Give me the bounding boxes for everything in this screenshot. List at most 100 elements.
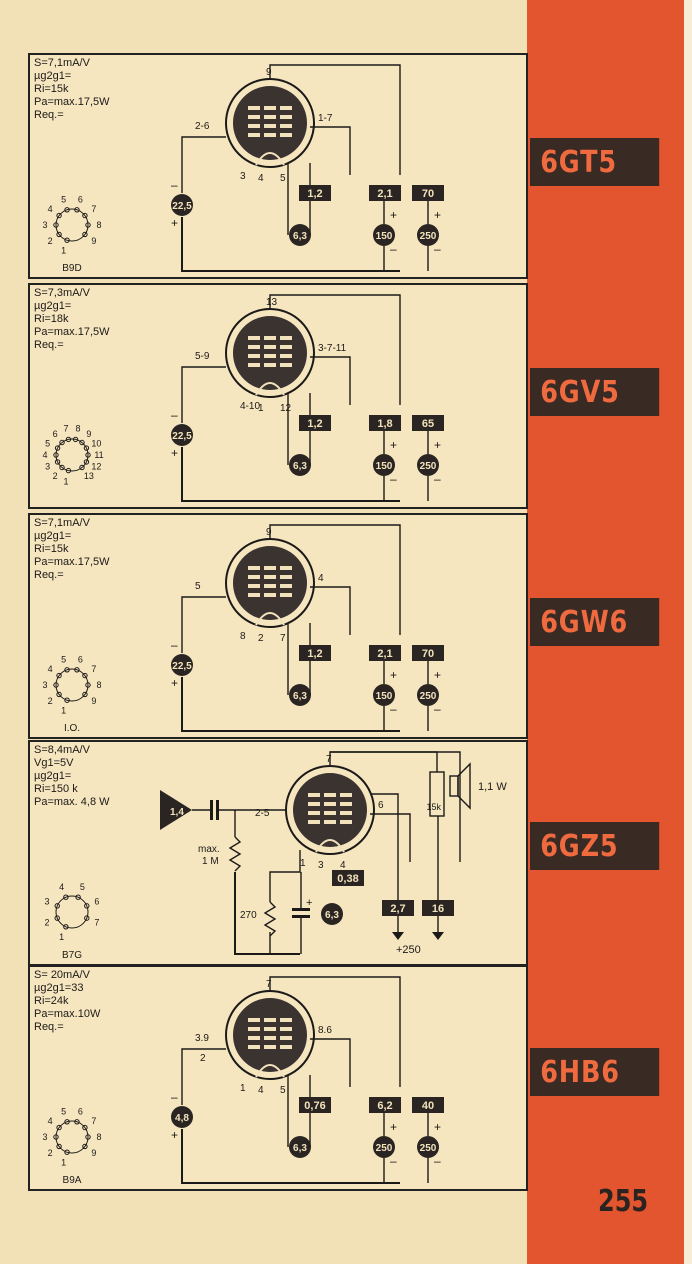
current-3: 16 xyxy=(422,900,454,916)
pin-b: 4 xyxy=(258,1085,264,1096)
tab-6gt5[interactable]: 6GT5 xyxy=(530,138,660,186)
plus-sign: + xyxy=(171,216,178,230)
grid-wire xyxy=(181,596,226,653)
tab-6gw6[interactable]: 6GW6 xyxy=(530,598,660,646)
pin-top: 7 xyxy=(266,979,272,990)
socket-pin-label: 6 xyxy=(78,654,83,664)
socket-pin-label: 4 xyxy=(42,450,47,460)
minus-sign: – xyxy=(390,1154,397,1168)
tube-symbol xyxy=(225,308,315,398)
current-1: 1,2 xyxy=(299,645,331,661)
socket-pin-label: 3 xyxy=(42,220,47,230)
voltage-2: 250 xyxy=(417,224,439,246)
current-1-text: 0,76 xyxy=(304,1100,325,1112)
pin-b: 1 xyxy=(258,403,264,414)
cathode-wire xyxy=(269,850,301,902)
socket-pin-label: 5 xyxy=(61,1106,66,1116)
heater-voltage-text: 6,3 xyxy=(293,1143,307,1154)
plate-out-wire xyxy=(370,793,399,900)
pin-right: 3-7-11 xyxy=(318,343,347,354)
heater-voltage-text: 6,3 xyxy=(293,461,307,472)
minus-sign: – xyxy=(434,1154,441,1168)
ground-wire xyxy=(234,872,300,955)
current-3: 65 xyxy=(412,415,444,431)
current-1-text: 1,2 xyxy=(307,418,322,430)
spec-line: S=7,1mA/V xyxy=(34,57,90,69)
heater-voltage: 6,3 xyxy=(289,684,311,706)
cathode-resistor-value: 270 xyxy=(240,910,257,921)
socket-pin-label: 8 xyxy=(96,1132,101,1142)
cathode-resistor xyxy=(263,901,277,937)
voltage-2: 250 xyxy=(417,454,439,476)
voltage-2-text: 250 xyxy=(420,1143,437,1154)
minus-sign: – xyxy=(390,242,397,256)
socket-pin-label: 7 xyxy=(63,424,68,434)
plus-sign: + xyxy=(434,438,441,452)
spec-line: Ri=24k xyxy=(34,995,69,1007)
spec-line: Ri=15k xyxy=(34,543,69,555)
voltage-2: 250 xyxy=(417,1136,439,1158)
grid-bias-text: 22,5 xyxy=(172,201,192,212)
pin-a: 4-10 xyxy=(240,401,260,412)
socket-pin-label: 2 xyxy=(45,917,50,927)
grid-bias: 22,5 xyxy=(171,194,193,216)
pin-c: 4 xyxy=(340,860,346,871)
current-3-text: 70 xyxy=(422,648,434,660)
plus-sign: + xyxy=(390,1120,397,1134)
screen-wire xyxy=(310,586,351,635)
tube-symbol xyxy=(285,765,375,855)
plus-sign: + xyxy=(434,208,441,222)
socket-pin-label: 4 xyxy=(48,664,53,674)
socket-pin-label: 10 xyxy=(91,438,101,448)
current-1-text: 1,2 xyxy=(307,188,322,200)
plus-sign: + xyxy=(390,208,397,222)
socket-pin-label: 7 xyxy=(94,917,99,927)
socket-pin-label: 4 xyxy=(48,1116,53,1126)
ground-wire xyxy=(181,677,400,732)
current-2: 2,1 xyxy=(369,185,401,201)
plus-sign: + xyxy=(434,668,441,682)
heater-voltage-text: 6,3 xyxy=(325,910,339,921)
spec-line: µg2g1= xyxy=(34,770,72,782)
socket-pin-label: 3 xyxy=(42,1132,47,1142)
minus-sign: – xyxy=(434,472,441,486)
socket-pin-label: 11 xyxy=(94,450,103,460)
plate-wire xyxy=(269,294,401,405)
tab-6hb6[interactable]: 6HB6 xyxy=(530,1048,660,1096)
minus-sign: – xyxy=(171,408,178,422)
spec-line: S=8,4mA/V xyxy=(34,744,90,756)
voltage-2-text: 250 xyxy=(420,461,437,472)
socket-pin-label: 6 xyxy=(53,429,58,439)
arrow-down-icon xyxy=(432,932,444,940)
pin-left: 2-5 xyxy=(255,808,270,819)
minus-sign: – xyxy=(390,472,397,486)
socket-pin-label: 3 xyxy=(45,897,50,907)
pin-top: 9 xyxy=(266,527,272,538)
spec-line: Ri=18k xyxy=(34,313,69,325)
current-2-text: 2,7 xyxy=(390,903,405,915)
current-1: 1,2 xyxy=(299,415,331,431)
current-1-text: 1,2 xyxy=(307,648,322,660)
tab-6gz5[interactable]: 6GZ5 xyxy=(530,822,660,870)
speaker-cone xyxy=(457,762,471,810)
minus-sign: – xyxy=(171,1090,178,1104)
voltage-1: 250 xyxy=(373,1136,395,1158)
current-1-text: 0,38 xyxy=(337,873,358,885)
socket-pin-label: 2 xyxy=(48,696,53,706)
socket-pin-label: 6 xyxy=(78,1106,83,1116)
socket-pin-label: 3 xyxy=(42,680,47,690)
minus-sign: – xyxy=(171,638,178,652)
pin-c: 12 xyxy=(280,403,292,414)
voltage-1-text: 150 xyxy=(376,461,393,472)
tab-6gv5[interactable]: 6GV5 xyxy=(530,368,660,416)
spec-line: Ri=15k xyxy=(34,83,69,95)
current-2-text: 2,1 xyxy=(377,648,392,660)
base-type: B9D xyxy=(62,263,81,274)
